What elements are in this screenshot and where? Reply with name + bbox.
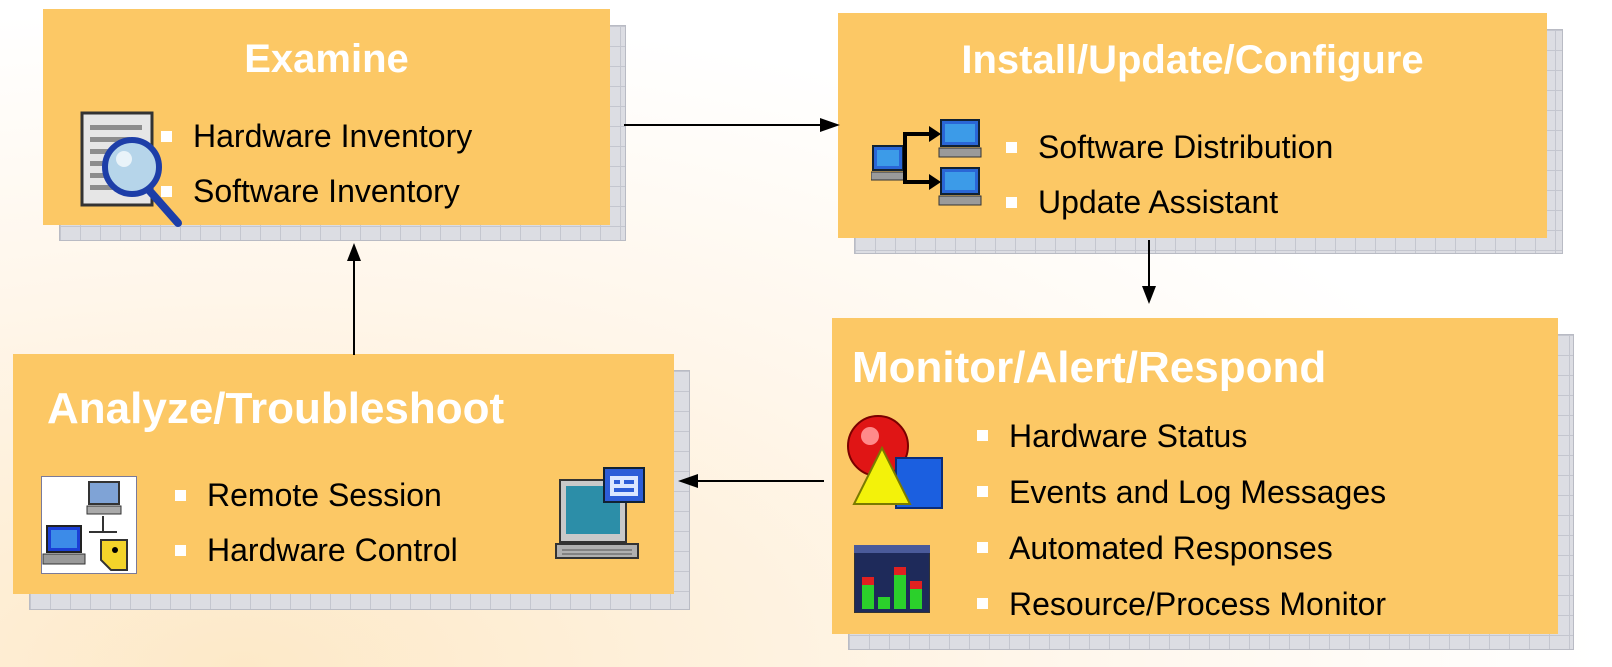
- analyze-item-list: Remote Session Hardware Control: [175, 468, 458, 578]
- monitor-title: Monitor/Alert/Respond: [852, 343, 1327, 392]
- resource-monitor-bars-icon: [854, 545, 930, 613]
- remote-session-icon: [41, 476, 137, 574]
- arrow-monitor-to-analyze: [678, 474, 824, 488]
- list-item: Software Distribution: [1006, 120, 1333, 175]
- arrow-install-to-monitor: [1142, 240, 1156, 304]
- list-item: Events and Log Messages: [977, 464, 1386, 520]
- list-item: Resource/Process Monitor: [977, 576, 1386, 632]
- box-body: Install/Update/Configure Software Distri…: [838, 13, 1547, 238]
- examine-box: Examine Hardware Inventory Software Inve…: [43, 9, 626, 241]
- examine-item-list: Hardware Inventory Software Inventory: [161, 109, 472, 219]
- list-item: Update Assistant: [1006, 175, 1333, 230]
- list-item: Automated Responses: [977, 520, 1386, 576]
- list-item: Hardware Control: [175, 523, 458, 578]
- list-item: Software Inventory: [161, 164, 472, 219]
- install-item-list: Software Distribution Update Assistant: [1006, 120, 1333, 230]
- hardware-control-monitor-icon: [555, 467, 645, 559]
- arrow-examine-to-install: [624, 118, 840, 132]
- monitor-box: Monitor/Alert/Respond Hardware Status Ev…: [832, 318, 1574, 650]
- analyze-title: Analyze/Troubleshoot: [47, 384, 505, 433]
- box-body: Examine Hardware Inventory Software Inve…: [43, 9, 610, 227]
- analyze-box: Analyze/Troubleshoot Remote Session Hard…: [13, 354, 690, 610]
- install-title: Install/Update/Configure: [961, 38, 1424, 82]
- install-box: Install/Update/Configure Software Distri…: [838, 13, 1563, 254]
- list-item: Hardware Status: [977, 408, 1386, 464]
- examine-title: Examine: [244, 37, 409, 81]
- arrow-analyze-to-examine: [347, 243, 361, 355]
- list-item: Hardware Inventory: [161, 109, 472, 164]
- list-item: Remote Session: [175, 468, 458, 523]
- monitor-item-list: Hardware Status Events and Log Messages …: [977, 408, 1386, 632]
- alert-shapes-icon: [847, 415, 943, 509]
- box-body: Analyze/Troubleshoot Remote Session Hard…: [13, 354, 674, 594]
- software-distribution-network-icon: [871, 119, 982, 206]
- box-body: Monitor/Alert/Respond Hardware Status Ev…: [832, 318, 1558, 634]
- inventory-magnifier-icon: [80, 111, 182, 227]
